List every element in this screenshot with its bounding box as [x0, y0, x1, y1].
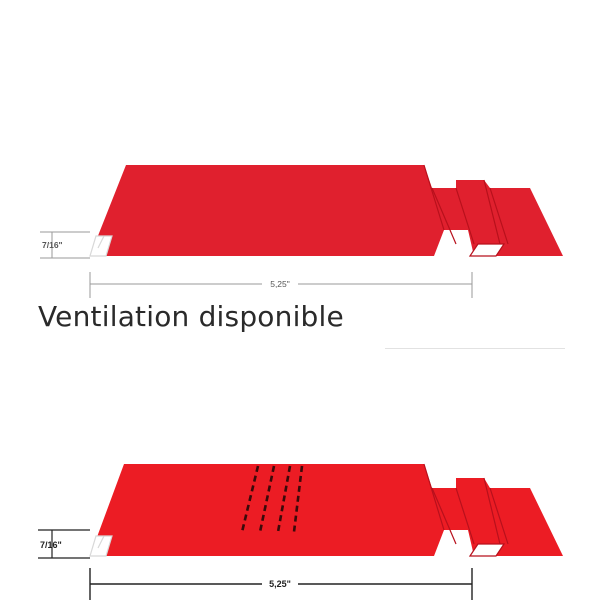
width-label: 5,25"	[269, 579, 291, 589]
panel-rib-lines	[423, 164, 509, 245]
width-dimension	[89, 568, 473, 600]
panel-rib-lines	[423, 463, 509, 545]
panel-face	[90, 165, 563, 256]
panel-standard: 7/16" 5,25"	[40, 164, 563, 298]
panel-hook	[89, 235, 113, 257]
panel-hook	[89, 535, 113, 557]
width-label: 5,25"	[270, 279, 290, 289]
panel-lock-channel	[468, 243, 506, 257]
section-heading: Ventilation disponible	[38, 300, 344, 333]
panel-lock-channel	[468, 543, 506, 557]
panel-face	[90, 464, 563, 556]
thickness-dimension	[40, 231, 90, 259]
vent-perforation-lines	[240, 465, 304, 533]
panel-vented: 7/16" 5,25"	[38, 463, 563, 600]
thickness-label: 7/16"	[40, 540, 62, 550]
thickness-label: 7/16"	[42, 240, 63, 250]
divider	[385, 348, 565, 349]
width-dimension	[89, 272, 473, 298]
thickness-dimension	[38, 529, 90, 559]
